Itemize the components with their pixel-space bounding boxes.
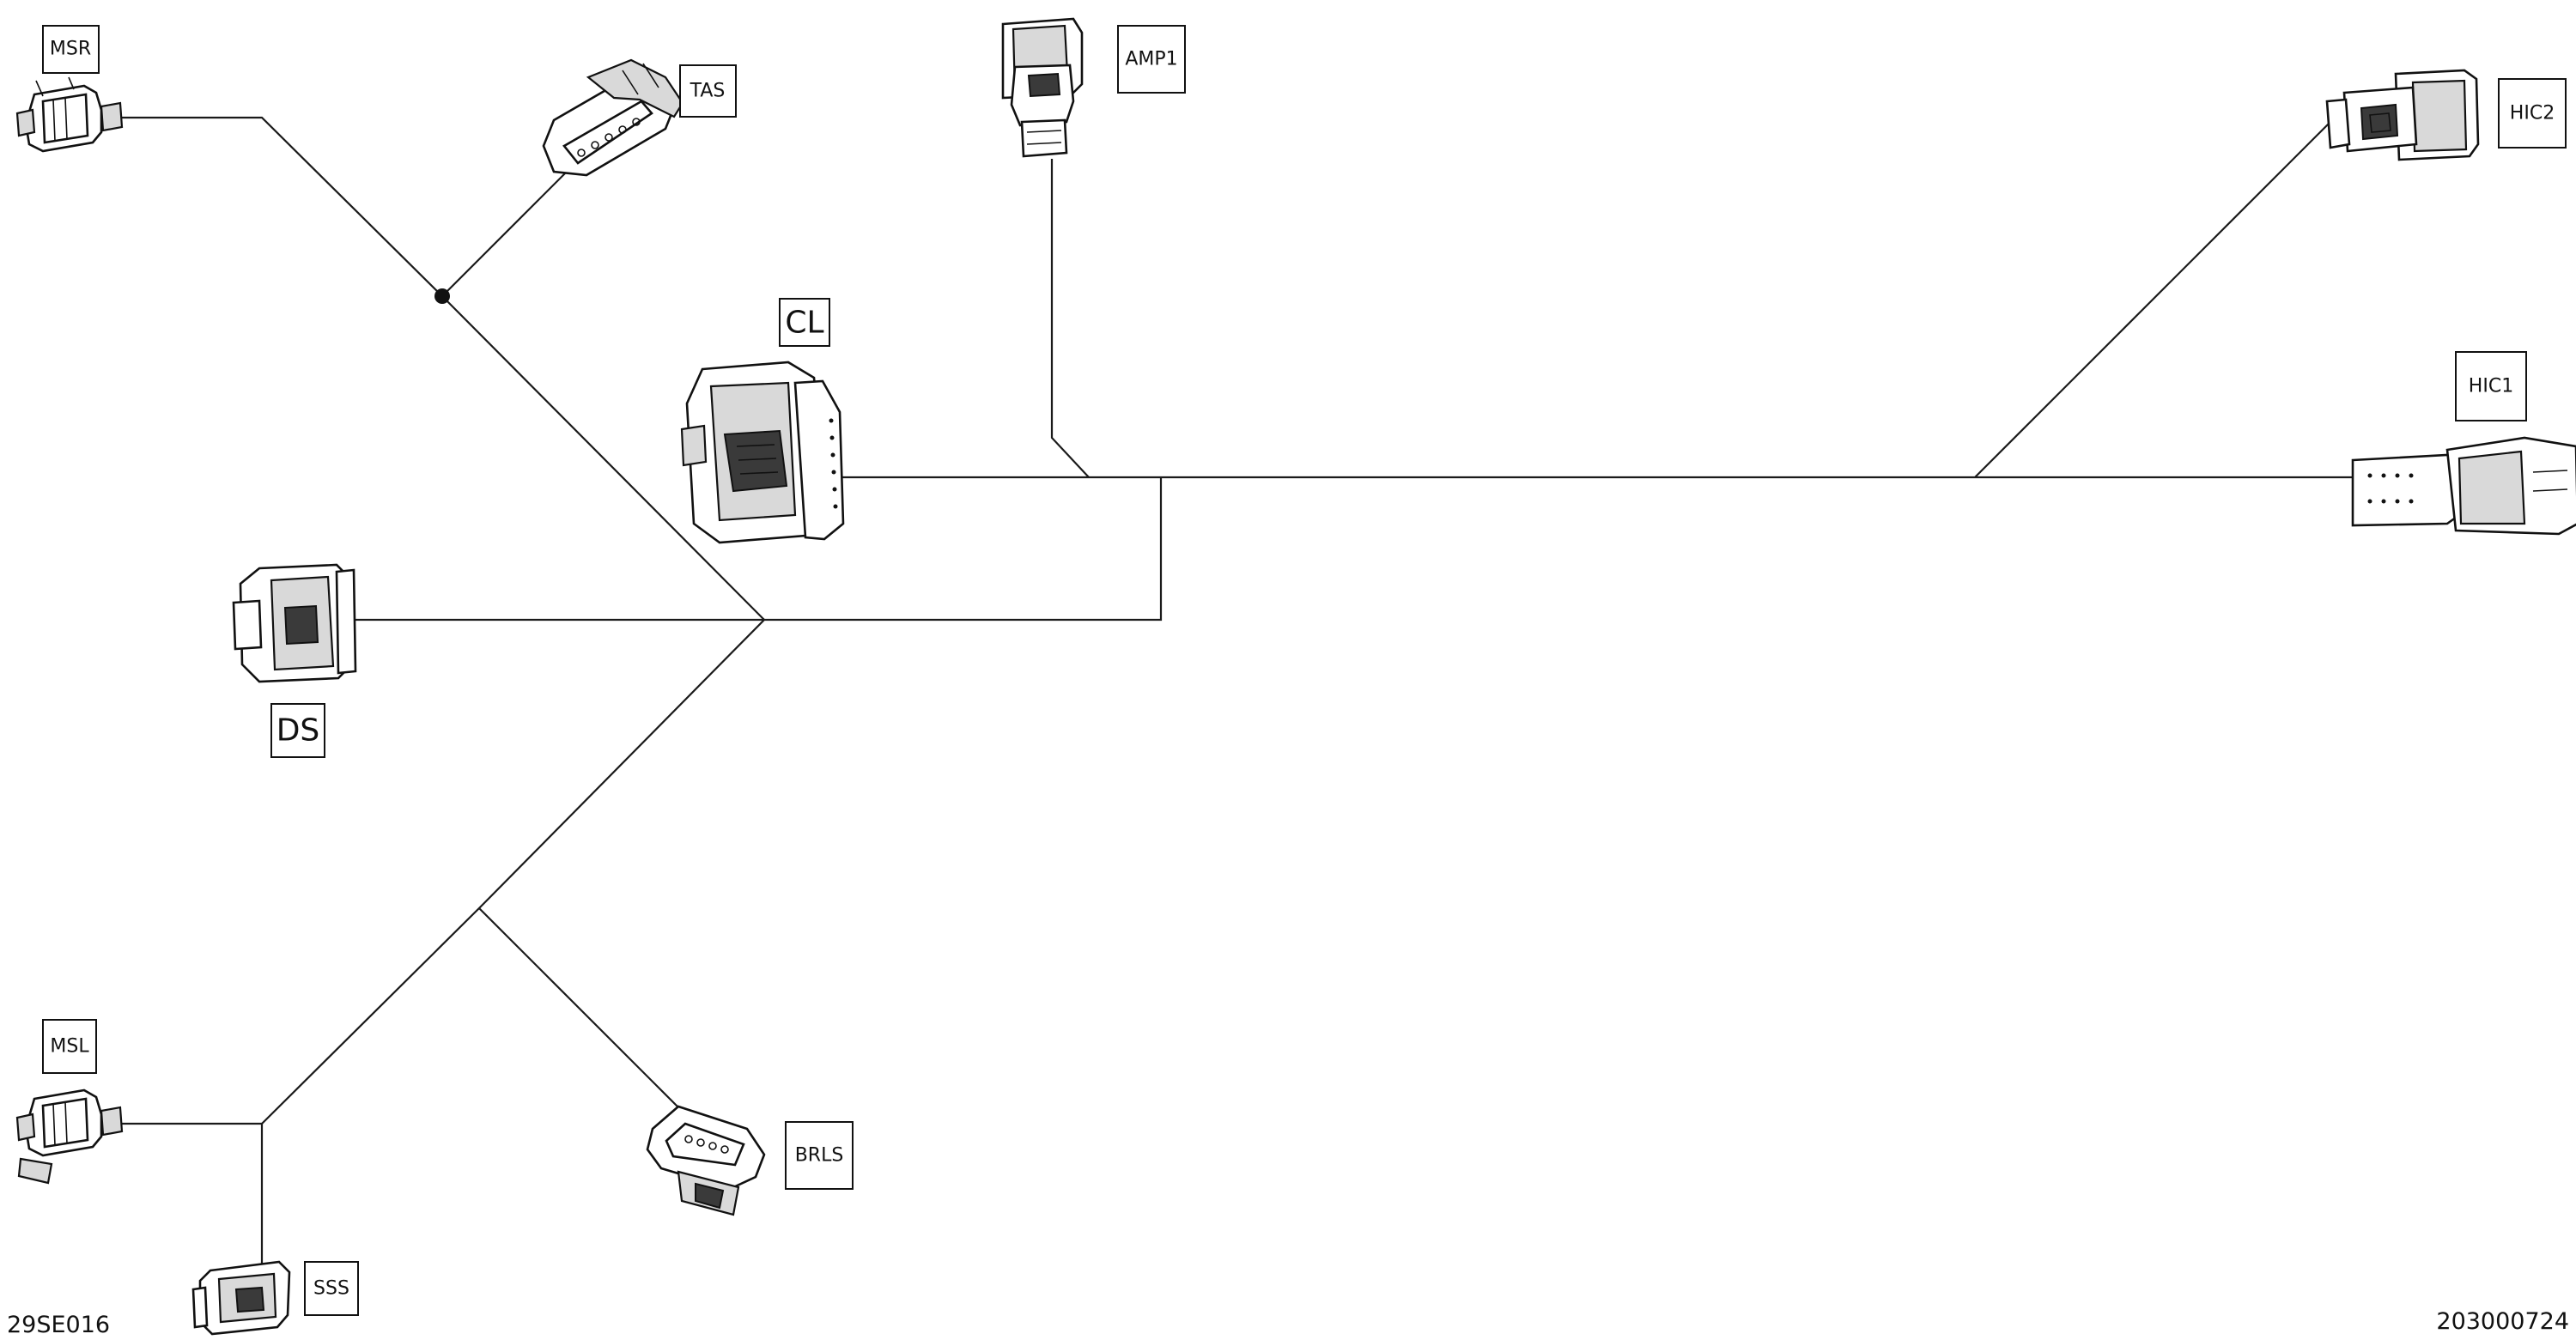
svg-text:HIC1: HIC1 — [2469, 376, 2513, 397]
wire-msr — [120, 116, 765, 621]
label-ds: DS — [270, 703, 325, 758]
connector-hic1 — [2351, 436, 2576, 536]
footer-right-code: 203000724 — [2436, 1308, 2569, 1335]
label-amp1: AMP1 — [1117, 25, 1186, 94]
svg-text:AMP1: AMP1 — [1125, 49, 1177, 70]
svg-text:MSR: MSR — [50, 39, 91, 60]
svg-text:CL: CL — [785, 306, 823, 341]
splice-junction — [434, 288, 450, 304]
wire-amp1 — [1050, 159, 1090, 478]
label-brls: BRLS — [785, 1121, 854, 1190]
connector-msl — [15, 1088, 124, 1185]
connector-tas — [542, 58, 684, 177]
connector-ds — [232, 563, 357, 683]
wire-brls — [478, 907, 679, 1108]
wire-tas — [441, 154, 585, 297]
wire-ds — [352, 477, 1163, 621]
connector-msr — [15, 76, 124, 153]
wire-lower-trunk — [261, 619, 765, 1125]
label-hic1: HIC1 — [2455, 351, 2527, 421]
label-hic2: HIC2 — [2498, 78, 2567, 149]
label-tas: TAS — [679, 64, 737, 118]
svg-text:MSL: MSL — [50, 1036, 89, 1058]
label-sss: SSS — [304, 1261, 359, 1316]
svg-text:DS: DS — [276, 713, 320, 749]
connector-amp1 — [1001, 17, 1084, 158]
footer-left-code: 29SE016 — [7, 1312, 110, 1338]
connector-brls — [646, 1105, 766, 1216]
connector-cl — [680, 361, 845, 544]
label-msl: MSL — [42, 1019, 97, 1074]
svg-text:HIC2: HIC2 — [2510, 103, 2555, 124]
svg-text:SSS: SSS — [313, 1278, 349, 1300]
svg-text:TAS: TAS — [690, 81, 726, 102]
svg-text:BRLS: BRLS — [795, 1145, 844, 1167]
label-msr: MSR — [42, 25, 100, 74]
connector-sss — [191, 1260, 291, 1336]
wire-hic2 — [1974, 116, 2336, 478]
connector-hic2 — [2325, 69, 2480, 161]
label-cl: CL — [779, 298, 830, 347]
harness-wires — [120, 116, 2353, 1266]
